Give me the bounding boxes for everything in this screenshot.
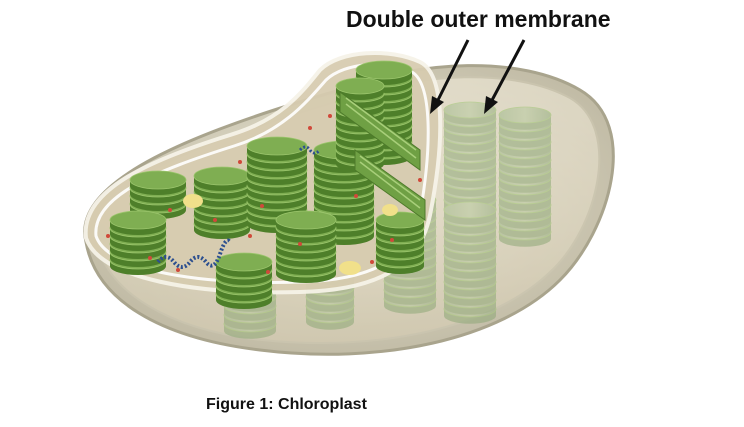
ribosome	[354, 194, 358, 198]
ribosome	[308, 126, 312, 130]
annotation-label: Double outer membrane	[346, 6, 611, 33]
ribosome	[248, 234, 252, 238]
ribosome	[168, 208, 172, 212]
ribosome	[213, 218, 217, 222]
starch-granule-icon	[183, 194, 203, 208]
ghost-granum	[499, 107, 551, 247]
granum	[110, 211, 166, 275]
granum	[376, 212, 424, 274]
ribosome	[238, 160, 242, 164]
ribosome	[390, 238, 394, 242]
ghost-granum	[444, 202, 496, 324]
granum	[216, 253, 272, 309]
figure-caption: Figure 1: Chloroplast	[206, 396, 367, 414]
granum	[276, 211, 336, 283]
ribosome	[260, 204, 264, 208]
ribosome	[418, 178, 422, 182]
ribosome	[298, 242, 302, 246]
ribosome	[176, 268, 180, 272]
ribosome	[266, 270, 270, 274]
ribosome	[328, 114, 332, 118]
ribosome	[370, 260, 374, 264]
starch-granule-icon	[339, 261, 361, 275]
ribosome	[106, 234, 110, 238]
ribosome	[148, 256, 152, 260]
starch-granule-icon	[382, 204, 398, 216]
